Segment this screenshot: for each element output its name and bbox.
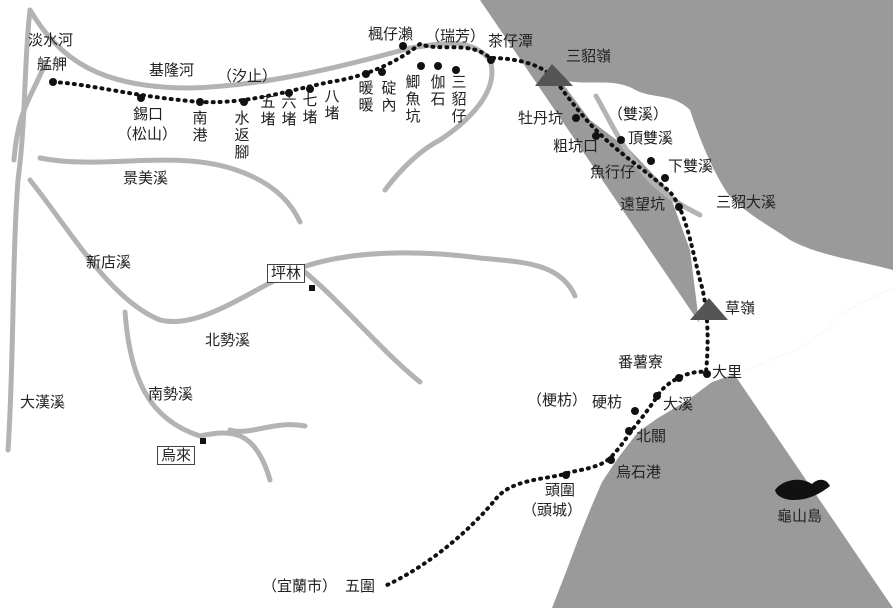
xikou-dot [137,94,145,102]
dingshuangxi-label: 頂雙溪 [628,129,674,147]
shuangxi-label: （雙溪） [608,105,669,123]
sandiaozai-label: 三貂仔 [451,73,467,125]
yingfang-dot [631,407,639,415]
liudu-dot [285,89,293,97]
fengzailai-label: 楓仔瀨 [368,25,414,43]
shuifanjiao-dot [240,98,248,106]
yilan-city-label: （宜蘭市） [262,577,338,595]
tamsui-river-branch [11,61,48,163]
sea [480,0,893,608]
wudu-label: 五堵 [260,93,276,128]
jiashi-dot [434,62,442,70]
station-dots [49,42,711,479]
keelung-river-line [27,7,495,193]
jiashi-label: 伽石 [430,73,446,108]
yuxingzai-dot [647,157,655,165]
caoling-mountain [690,298,728,320]
badu-label: 八堵 [324,87,340,122]
jingmei-river-line [37,155,303,225]
yingfang-label: 硬枋 [592,393,623,411]
sandiaozai-dot [452,66,460,74]
wulai-label: 烏來 [157,446,196,465]
toubi-dot [562,471,570,479]
nuannuan-label: 暖暖 [358,79,374,114]
dali-label: 大里 [712,363,743,381]
yuxingzai-label: 魚行仔 [590,163,636,181]
shuifanjiao-label: 水返腳 [234,109,250,161]
qidu-label: 七堵 [302,91,318,126]
mudankeng-dot [572,114,580,122]
dingnei-label: 碇內 [381,79,397,114]
nangang-label: 南港 [192,109,208,144]
liudu-label: 六堵 [281,93,297,128]
mudankeng-label: 牡丹坑 [518,109,564,127]
nanshi-river-line [122,309,273,483]
wulai-tributary [227,422,308,434]
beiguan-label: 北關 [636,427,667,445]
xizhi-label: （汐止） [217,67,278,85]
pinglin-label: 坪林 [267,264,306,283]
dingnei-dot [378,68,386,76]
beiguan-dot [625,427,633,435]
xikou-label: 錫口 [133,105,164,123]
wulai-marker [200,438,206,444]
xiashuangxi-label: 下雙溪 [668,157,714,175]
keelung-river-label: 基隆河 [149,61,195,79]
yuanwangkeng-label: 遠望坑 [620,195,666,213]
jiyukeng-dot [417,62,425,70]
nuannuan-dot [362,70,370,78]
dali-dot [703,370,711,378]
guishan-island-shape [775,479,830,500]
guishan-island-label: 龜山島 [777,507,823,525]
songshan-label: （松山） [117,125,178,143]
pinglin-marker [309,285,315,291]
bangka-label: 艋舺 [37,55,68,73]
wushigang-label: 烏石港 [616,463,662,481]
nangang-dot [196,98,204,106]
yuanwangkeng-dot [675,203,683,211]
tamsui-river-line [5,7,33,453]
chazaitan-dot [487,56,495,64]
toucheng-label: （頭城） [522,501,583,519]
bangka-dot [49,78,57,86]
caoling-label: 草嶺 [725,299,756,317]
jiyukeng-label: 鯽魚坑 [405,73,421,125]
xiashuangxi-dot [661,174,669,182]
fengzailai-dot [399,42,407,50]
daxi-label: 大溪 [663,395,694,413]
beishi-river-label: 北勢溪 [205,331,251,349]
shuangxi-river-line [593,93,703,218]
nanshi-river-label: 南勢溪 [148,385,194,403]
wuwei-label: 五圍 [345,577,376,595]
fanshuliao-label: 番薯寮 [618,353,664,371]
historical-route [51,41,710,588]
xindian-river-label: 新店溪 [86,253,132,271]
daxi-dot [653,392,661,400]
sandiaoling-label: 三貂嶺 [566,47,612,65]
cukengkou-label: 粗坑口 [553,137,599,155]
qidu-dot [306,85,314,93]
northeast-coast [560,80,893,382]
fanshuliao-dot [675,374,683,382]
xindian-river-line [27,177,578,324]
beishi-river-line [297,265,423,385]
sandiao-river-label: 三貂大溪 [716,193,777,211]
chazaitan-label: 茶仔潭 [488,32,534,50]
dingshuangxi-dot [617,136,625,144]
jingmei-river-label: 景美溪 [123,169,169,187]
ruifang-label: （瑞芳） [425,27,486,45]
wushigang-dot [607,456,615,464]
tamsui-river-label: 淡水河 [28,31,74,49]
toubi-label: 頭圍 [545,481,576,499]
sandiaoling-mountain [535,64,573,86]
sea-north-cove [515,0,640,36]
cukengkou-dot [592,132,600,140]
gengfang-label: （梗枋） [527,391,588,409]
dahan-river-label: 大漢溪 [20,393,66,411]
